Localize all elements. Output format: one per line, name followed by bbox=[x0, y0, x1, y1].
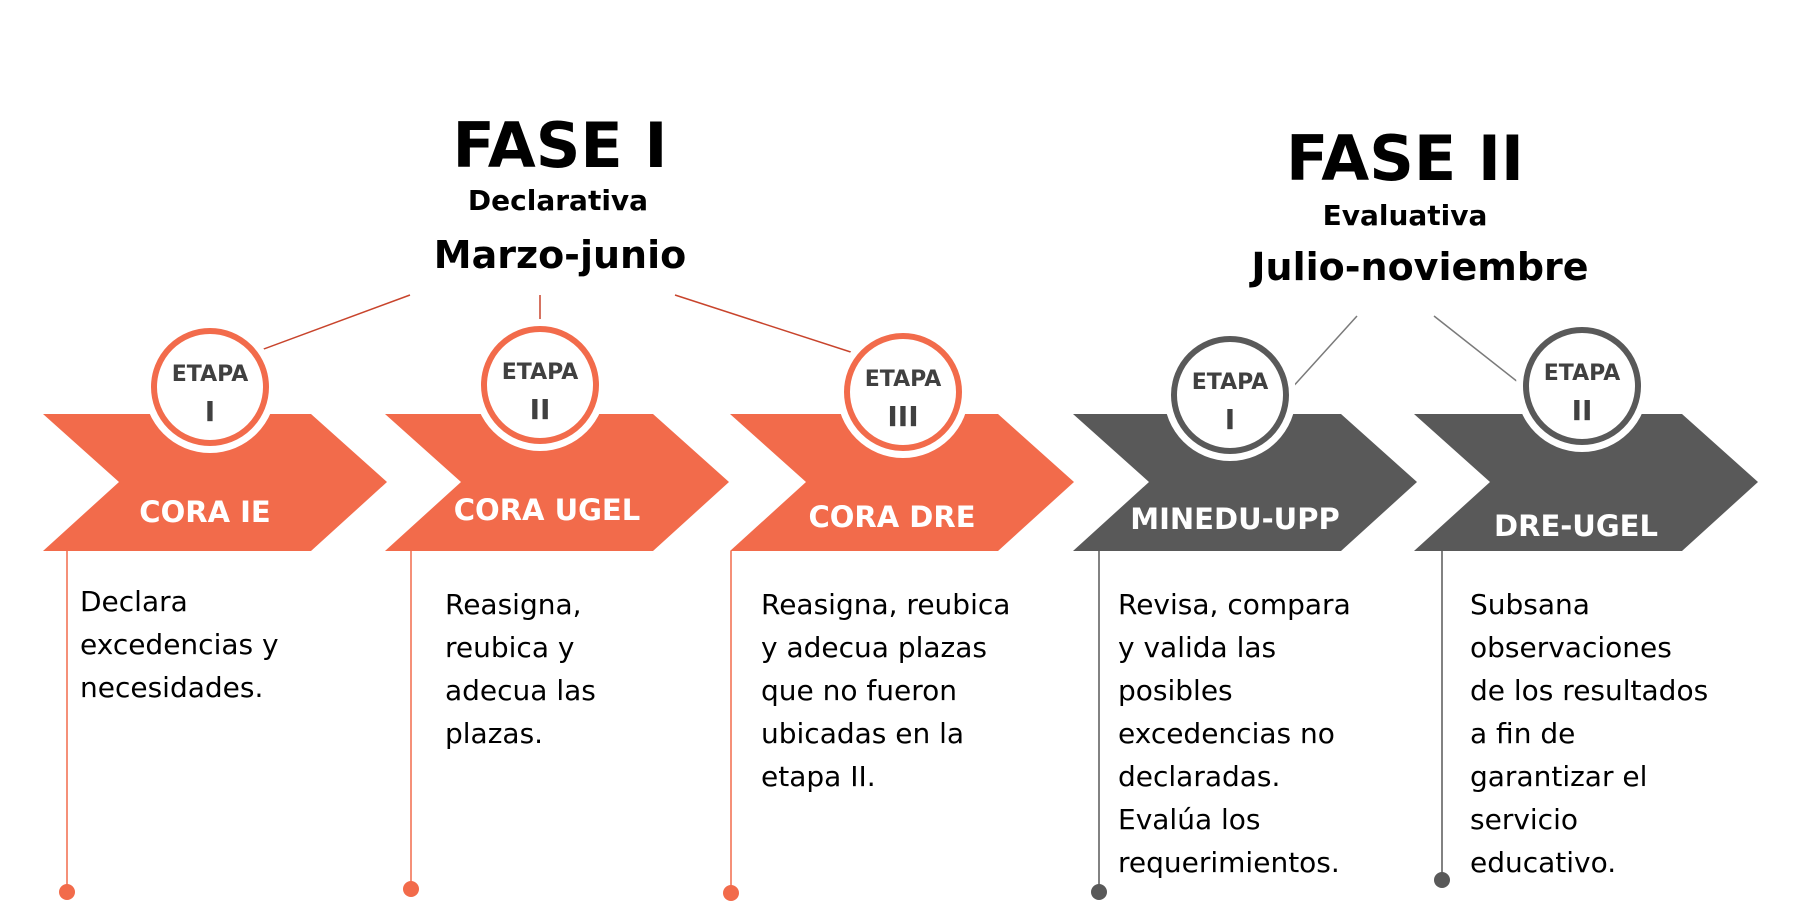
phase-connectors bbox=[252, 294, 1529, 391]
stage-1-description: Declara excedencias y necesidades. bbox=[80, 580, 350, 709]
description-line: y adecua plazas bbox=[761, 631, 987, 664]
description-line: etapa II. bbox=[761, 760, 876, 793]
connector-line-5 bbox=[1433, 315, 1529, 391]
stage-circles: ETAPA I ETAPA II ETAPA III ETAPA I ETAPA II bbox=[144, 319, 1648, 461]
stage-4-arrow bbox=[1073, 414, 1417, 551]
description-line: educativo. bbox=[1470, 846, 1617, 879]
stage-1-arrow bbox=[43, 414, 387, 551]
connector-line-1 bbox=[252, 294, 411, 354]
stage-5-circle bbox=[1523, 327, 1641, 445]
description-line: Evalúa los bbox=[1118, 803, 1261, 836]
description-stems bbox=[59, 551, 1450, 901]
stage-3-circle bbox=[844, 333, 962, 451]
fase-2-months: Julio-noviembre bbox=[1251, 245, 1589, 289]
description-line: garantizar el bbox=[1470, 760, 1648, 793]
stage-4-etapa-number: I bbox=[1225, 403, 1235, 436]
stage-2-arrow bbox=[385, 414, 729, 551]
connector-line-3 bbox=[674, 294, 864, 357]
connector-line-4 bbox=[1289, 315, 1358, 391]
description-line: Revisa, compara bbox=[1118, 588, 1351, 621]
stage-5-arrow bbox=[1414, 414, 1758, 551]
fase-2-subtitle: Evaluativa bbox=[1322, 199, 1488, 232]
description-line: plazas. bbox=[445, 717, 544, 750]
stage-5-actor: DRE-UGEL bbox=[1494, 509, 1658, 543]
description-line: adecua las bbox=[445, 674, 596, 707]
description-line: ubicadas en la bbox=[761, 717, 965, 750]
stage-1-etapa-number: I bbox=[205, 395, 215, 428]
stage-1-actor: CORA IE bbox=[139, 495, 270, 529]
stage-4-circle bbox=[1171, 336, 1289, 454]
stage-5-etapa-label: ETAPA bbox=[1544, 361, 1620, 386]
stage-arrows: CORA IE CORA UGEL CORA DRE MINEDU-UPP DRE-UG… bbox=[43, 414, 1758, 551]
stage-4-etapa-label: ETAPA bbox=[1192, 370, 1268, 395]
stage-3-actor: CORA DRE bbox=[808, 500, 975, 534]
stage-3-etapa-number: III bbox=[887, 400, 918, 433]
stage-2-etapa-number: II bbox=[530, 393, 551, 426]
description-line: Declara bbox=[80, 585, 188, 618]
stage-5-description: Subsana observaciones de los resultados a f… bbox=[1470, 583, 1740, 884]
stage-2-description: Reasigna, reubica y adecua las plazas. bbox=[445, 583, 715, 755]
description-line: Reasigna, bbox=[445, 588, 582, 621]
description-line: excedencias no bbox=[1118, 717, 1335, 750]
description-line: posibles bbox=[1118, 674, 1233, 707]
stage-4-description: Revisa, compara y valida las posibles exced… bbox=[1118, 583, 1388, 884]
description-line: a fin de bbox=[1470, 717, 1576, 750]
description-line: excedencias y bbox=[80, 628, 279, 661]
description-line: necesidades. bbox=[80, 671, 264, 704]
stage-2-actor: CORA UGEL bbox=[454, 493, 640, 527]
description-line: servicio bbox=[1470, 803, 1578, 836]
description-line: que no fueron bbox=[761, 674, 958, 707]
fase-1-months: Marzo-junio bbox=[433, 233, 687, 277]
stage-4-actor: MINEDU-UPP bbox=[1130, 502, 1339, 536]
stage-5-stem-dot bbox=[1434, 872, 1450, 888]
stage-1-etapa-label: ETAPA bbox=[172, 362, 248, 387]
stage-3-description: Reasigna, reubica y adecua plazas que no f… bbox=[761, 583, 1031, 798]
stage-3-stem-dot bbox=[723, 885, 739, 901]
description-line: Subsana bbox=[1470, 588, 1590, 621]
description-line: reubica y bbox=[445, 631, 575, 664]
description-line: Reasigna, reubica bbox=[761, 588, 1011, 621]
stage-5-etapa-number: II bbox=[1572, 394, 1593, 427]
fase-1-title: FASE I bbox=[452, 109, 668, 182]
description-line: declaradas. bbox=[1118, 760, 1281, 793]
fase-1-subtitle: Declarativa bbox=[467, 184, 649, 217]
stage-3-arrow bbox=[730, 414, 1074, 551]
description-line: y valida las bbox=[1118, 631, 1277, 664]
stage-2-etapa-label: ETAPA bbox=[502, 360, 578, 385]
stage-4-stem-dot bbox=[1091, 884, 1107, 900]
description-line: observaciones bbox=[1470, 631, 1672, 664]
description-line: requerimientos. bbox=[1118, 846, 1340, 879]
fase-2-title: FASE II bbox=[1286, 122, 1524, 195]
description-line: de los resultados bbox=[1470, 674, 1709, 707]
stage-3-etapa-label: ETAPA bbox=[865, 367, 941, 392]
stage-1-circle bbox=[151, 328, 269, 446]
stage-2-circle bbox=[481, 326, 599, 444]
stage-2-stem-dot bbox=[403, 881, 419, 897]
stage-1-stem-dot bbox=[59, 884, 75, 900]
